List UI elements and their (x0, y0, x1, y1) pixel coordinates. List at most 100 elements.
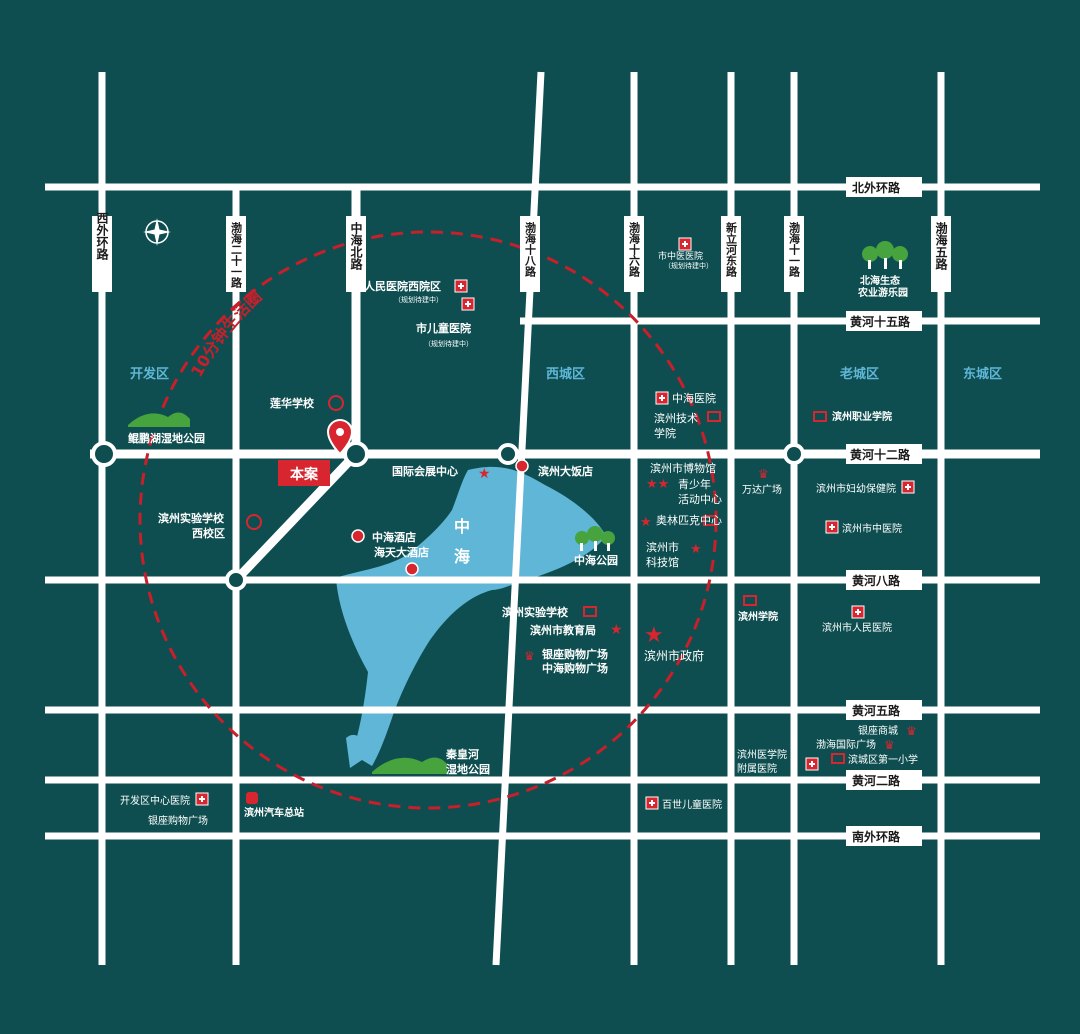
poi-baishi: 百世儿童医院 (662, 798, 722, 811)
project-label: 本案 (290, 466, 319, 483)
roadname-bohai-18: 渤海十八路 (520, 216, 540, 292)
lake-label-hai: 海 (454, 547, 470, 566)
hospital-icon-children (461, 297, 475, 311)
project-marker[interactable]: 本案 (278, 419, 354, 486)
roadname-xinlihe-east: 新立河东路 (721, 216, 741, 292)
poi-sci-2: 科技馆 (646, 555, 679, 569)
star-icon-museum: ★★ (646, 477, 669, 492)
poi-shiyan-west-1: 滨州实验学校 (158, 511, 225, 525)
poi-haitian: 海天大酒店 (374, 545, 429, 559)
roadname-huanghe-8: 黄河八路 (846, 570, 922, 590)
poi-tcm-note: （规划待建中） (664, 261, 713, 270)
junction-west (91, 441, 117, 467)
hospital-icon-zhonghai (655, 391, 669, 405)
star-icon-olympic: ★ (640, 515, 652, 530)
svg-text:黄河十二路: 黄河十二路 (850, 447, 911, 462)
poi-renmin-west: 人民医院西院区 (364, 279, 441, 293)
poi-kaifa-hosp: 开发区中心医院 (120, 794, 190, 807)
hospital-icon-maternal (901, 480, 915, 494)
hotel-icon-zhonghai (351, 529, 365, 543)
svg-text:渤海十六路: 渤海十六路 (628, 221, 641, 278)
svg-text:黄河五路: 黄河五路 (852, 703, 901, 718)
poi-bus: 滨州汽车总站 (244, 806, 304, 819)
poi-beihai-park-2: 农业游乐园 (857, 286, 908, 299)
poi-bincheng-school: 滨城区第一小学 (848, 753, 918, 766)
book-icon-olympic (703, 515, 717, 526)
poi-wanda: 万达广场 (742, 483, 782, 496)
poi-tcm: 市中医医院 (658, 250, 703, 262)
poi-expo: 国际会展中心 (392, 464, 458, 478)
mall-icon-yinzuo: ♛ (524, 649, 535, 663)
hotel-icon-haitian (405, 562, 419, 576)
svg-text:渤海十一路: 渤海十一路 (788, 221, 801, 278)
poi-vocational: 滨州职业学院 (832, 410, 892, 423)
poi-olympic: 奥林匹克中心 (656, 513, 722, 527)
poi-yinzuo-shop: 银座商城 (858, 724, 898, 737)
hospital-icon-renmin-west (454, 279, 468, 293)
poi-youth-2: 活动中心 (678, 493, 722, 506)
hospital-icon-kaifa (195, 792, 209, 806)
hospital-icon-city-people (851, 605, 865, 619)
roadname-bohai-16: 渤海十六路 (624, 216, 644, 292)
poi-lianhua: 莲华学校 (270, 396, 315, 410)
poi-edu: 滨州市教育局 (530, 623, 596, 637)
hospital-icon-tcm (678, 237, 692, 251)
poi-zhonghai-park: 中海公园 (574, 553, 618, 567)
poi-renmin-west-note: （规划待建中） (394, 295, 443, 304)
junction-zhonghai (343, 441, 369, 467)
district-kaifa: 开发区 (130, 366, 169, 382)
school-icon-shiyan-west (246, 514, 262, 530)
roadname-north-outer-ring: 北外环路 (846, 177, 922, 197)
mall-icon-wanda: ♛ (758, 467, 769, 481)
roadname-bohai-21: 渤海二十一路 (226, 216, 246, 292)
svg-text:黄河二路: 黄河二路 (852, 773, 901, 788)
poi-museum: 滨州市博物馆 (650, 461, 716, 475)
mall-icon-yinzuo-shop: ♛ (906, 724, 917, 738)
poi-yinzuo-mall2: 银座购物广场 (148, 814, 208, 827)
poi-beihai-park-1: 北海生态 (860, 274, 900, 287)
poi-med-1: 滨州医学院 (737, 748, 787, 761)
roadname-bohai-11: 渤海十一路 (784, 216, 804, 292)
poi-city-tcm: 滨州市中医院 (842, 522, 902, 535)
poi-binzhou-hotel: 滨州大饭店 (538, 464, 593, 478)
poi-tech-college-1: 滨州技术 (654, 411, 698, 425)
book-icon-vocational (813, 411, 827, 422)
hotel-icon-binzhou (515, 459, 529, 473)
roadname-bohai-5: 渤海五路 (931, 216, 951, 292)
roadname-huanghe-2: 黄河二路 (846, 770, 922, 790)
junction-bohai18 (497, 443, 519, 465)
roadname-south-outer-ring: 南外环路 (846, 826, 922, 846)
poi-yinzuo-mall: 银座购物广场 (542, 647, 608, 661)
book-icon-shiyan (583, 606, 597, 617)
mall-icon-bohai: ♛ (884, 738, 895, 752)
svg-text:渤海二十一路: 渤海二十一路 (230, 221, 243, 289)
poi-kunpeng: 鲲鹏湖湿地公园 (128, 431, 205, 445)
star-icon-expo: ★ (478, 466, 491, 482)
svg-text:渤海十八路: 渤海十八路 (524, 221, 538, 278)
svg-text:渤海五路: 渤海五路 (934, 221, 948, 271)
roadname-huanghe-15: 黄河十五路 (846, 311, 922, 331)
tree-icon-zhonghai-park (575, 526, 615, 551)
svg-text:黄河八路: 黄河八路 (852, 573, 901, 588)
poi-med-2: 附属医院 (737, 762, 777, 775)
zhonghai-lake (336, 466, 606, 766)
svg-text:中海北路: 中海北路 (349, 221, 363, 271)
hospital-icon-city-tcm (825, 520, 839, 534)
poi-maternal: 滨州市妇幼保健院 (816, 482, 896, 495)
lake-label-zhong: 中 (454, 517, 470, 536)
svg-text:黄河十五路: 黄河十五路 (850, 314, 911, 329)
compass-icon (143, 218, 171, 246)
poi-shiyan: 滨州实验学校 (502, 605, 569, 619)
svg-text:南外环路: 南外环路 (852, 829, 901, 844)
roadname-west-outer-ring: 西外环路 (92, 212, 112, 292)
book-icon-tech-college (707, 411, 721, 422)
poi-zhonghai-mall: 中海购物广场 (542, 661, 608, 675)
junction-bohai11 (783, 443, 805, 465)
svg-text:西外环路: 西外环路 (95, 212, 109, 261)
book-icon-bincheng (831, 753, 845, 764)
poi-city-people: 滨州市人民医院 (822, 621, 892, 634)
wetland-icon-qinhuang (372, 757, 447, 774)
poi-youth-1: 青少年 (678, 477, 711, 491)
star-icon-edu: ★ (610, 622, 623, 638)
